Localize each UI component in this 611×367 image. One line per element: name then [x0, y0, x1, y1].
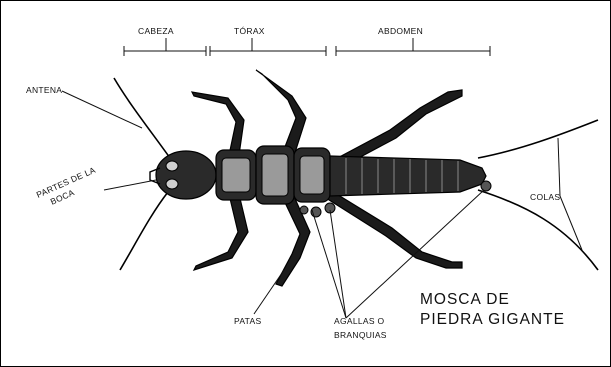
gill-tuft-tail: [481, 181, 491, 191]
leader-lines: [62, 91, 582, 318]
label-patas: PATAS: [234, 316, 262, 326]
label-agallas-line2: BRANQUIAS: [334, 330, 387, 340]
tail-lower: [478, 190, 598, 270]
title-line2: PIEDRA GIGANTE: [420, 311, 565, 328]
region-brackets: [124, 38, 490, 56]
leader-partes-boca: [104, 180, 156, 190]
label-agallas-line1: AGALLAS O: [334, 316, 385, 326]
gill-tuft: [300, 206, 308, 214]
label-partes-boca-group: PARTES DE LA BOCA: [35, 165, 102, 211]
leader-colas-lower: [560, 196, 582, 250]
eye-lower: [166, 179, 178, 189]
antenna-upper: [114, 78, 170, 158]
insect-body: [150, 146, 491, 217]
leader-antena: [62, 91, 142, 128]
metathorax-plate: [300, 156, 324, 194]
leader-agallas-2: [330, 210, 346, 318]
abdomen: [330, 156, 486, 196]
label-cabeza: CABEZA: [138, 26, 174, 36]
leader-colas-upper: [558, 138, 560, 196]
prothorax-plate: [222, 158, 250, 192]
title-line1: MOSCA DE: [420, 291, 510, 308]
label-antena: ANTENA: [26, 85, 62, 95]
antenna-lower: [120, 192, 168, 270]
label-colas: COLAS: [530, 192, 560, 202]
tail-upper: [478, 120, 598, 158]
eye-upper: [166, 161, 178, 171]
leader-agallas-1: [312, 210, 346, 318]
label-abdomen: ABDOMEN: [378, 26, 423, 36]
head: [156, 151, 216, 199]
label-torax: TÓRAX: [234, 26, 265, 36]
leader-patas: [254, 270, 284, 314]
mesothorax-plate: [262, 154, 288, 196]
leg-front-lower: [194, 190, 248, 270]
